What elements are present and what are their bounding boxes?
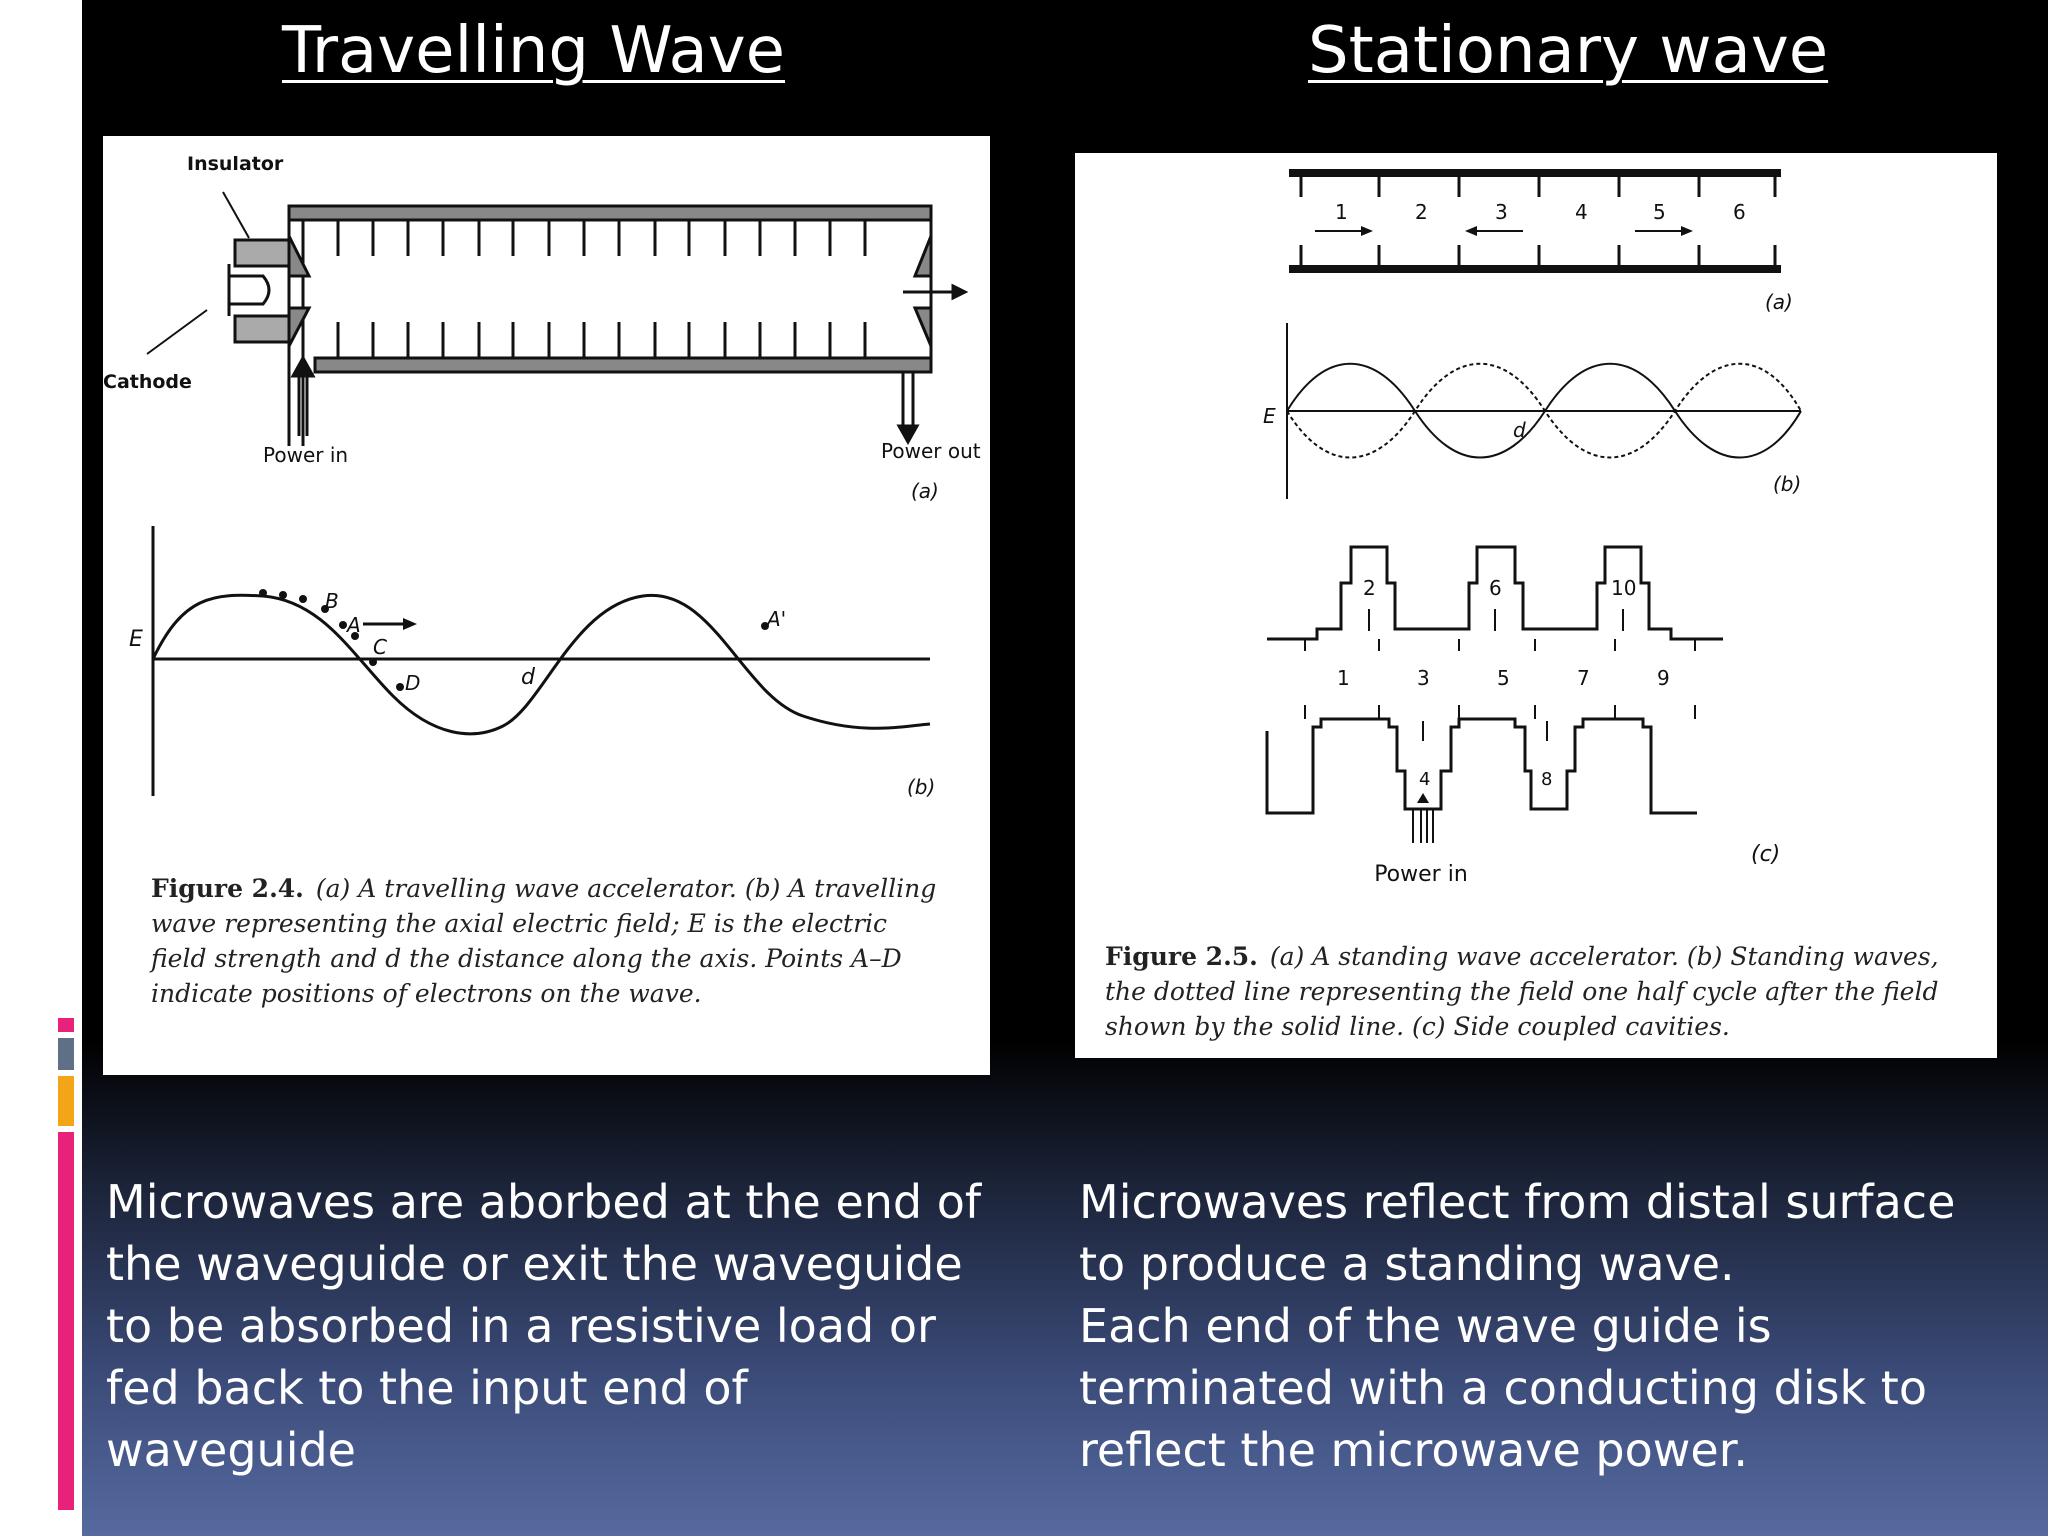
top-irises	[336, 220, 867, 256]
cavity-2-label: 2	[1363, 576, 1376, 600]
cathode-leader	[146, 309, 208, 355]
accent-bar-orange	[58, 1076, 74, 1126]
num-1: 1	[1335, 200, 1348, 224]
electron-gun	[227, 220, 312, 446]
cavity-4-label: 4	[1419, 769, 1430, 790]
caption-text: (a) A travelling wave accelerator. (b) A…	[151, 874, 937, 1008]
caption-number: Figure 2.5.	[1105, 942, 1258, 971]
standing-guide-irises	[1299, 177, 1777, 265]
right-end-cap	[903, 220, 969, 366]
num-2: 2	[1415, 200, 1428, 224]
stationary-wave-paragraph-1: Microwaves reflect from distal surface t…	[1079, 1175, 1956, 1291]
cavity-1-label: 1	[1337, 666, 1350, 690]
power-out-label: Power out	[881, 439, 981, 463]
standing-guide-top-wall	[1289, 169, 1781, 177]
panel-c-label: (c)	[1751, 842, 1780, 867]
arrowhead	[403, 618, 417, 630]
caption-text: (a) A standing wave accelerator. (b) Sta…	[1105, 942, 1939, 1041]
bottom-irises	[336, 322, 867, 358]
num-5: 5	[1653, 200, 1666, 224]
point-d-label: D	[405, 671, 420, 695]
cavity-7-label: 7	[1577, 666, 1590, 690]
stationary-wave-description: Microwaves reflect from distal surface t…	[1079, 1171, 1979, 1481]
power-in-label: Power in	[1374, 862, 1468, 887]
panel-a-label: (a)	[1765, 290, 1793, 314]
cavity-6-label: 6	[1489, 576, 1502, 600]
num-3: 3	[1495, 200, 1508, 224]
waveguide-bottom-wall	[313, 356, 933, 374]
cavity-9-label: 9	[1657, 666, 1670, 690]
caption-number: Figure 2.4.	[151, 874, 304, 903]
travelling-wave-paragraph: Microwaves are aborbed at the end of the…	[106, 1175, 982, 1477]
cavity-coupling-ticks	[1304, 609, 1696, 741]
cavity-5-label: 5	[1497, 666, 1510, 690]
power-in-label: Power in	[263, 443, 348, 467]
power-in-feed	[1412, 809, 1434, 843]
stationary-wave-heading: Stationary wave	[1308, 14, 1829, 88]
panel-b-label: (b)	[907, 775, 935, 799]
point-a-label: A	[345, 613, 361, 637]
accent-bar-pink	[58, 1132, 74, 1510]
num-6: 6	[1733, 200, 1746, 224]
e-label: E	[1263, 404, 1276, 428]
cathode-label: Cathode	[103, 371, 192, 393]
lower-cavity-chain	[1265, 717, 1697, 815]
waveguide-top-wall	[287, 204, 933, 222]
insulator-label: Insulator	[187, 153, 284, 175]
travelling-wave-heading: Travelling Wave	[282, 14, 785, 88]
decor-stripes	[48, 150, 78, 234]
accent-bar-pink-small	[58, 1018, 74, 1032]
distance-label: d	[1513, 418, 1526, 442]
distance-label: d	[521, 665, 536, 690]
standing-guide-bottom-wall	[1289, 265, 1781, 273]
stationary-wave-paragraph-2: Each end of the wave guide is terminated…	[1079, 1299, 1927, 1477]
e-label: E	[129, 627, 143, 652]
accent-bar-gray	[58, 1038, 74, 1070]
point-b-label: B	[325, 589, 339, 613]
insulator-leader	[222, 191, 250, 239]
travelling-wave-description: Microwaves are aborbed at the end of the…	[106, 1171, 1006, 1481]
dotted-wave	[1286, 362, 1802, 459]
stationary-wave-figure: 1 2 3 4 5 6 (a) E d (b)	[1075, 153, 1997, 1058]
electron-dots	[259, 589, 769, 691]
travelling-wave-diagram: Insulator Cathode Power in Power out (a)…	[103, 153, 981, 799]
power-in-arrowhead	[1417, 793, 1429, 803]
panel-b-label: (b)	[1773, 472, 1801, 496]
stationary-wave-diagram: 1 2 3 4 5 6 (a) E d (b)	[1263, 169, 1802, 887]
travelling-wave-figure: Insulator Cathode Power in Power out (a)…	[103, 136, 990, 1075]
num-4: 4	[1575, 200, 1588, 224]
cavity-10-label: 10	[1611, 576, 1636, 600]
cavity-3-label: 3	[1417, 666, 1430, 690]
panel-a-label: (a)	[911, 479, 939, 503]
travelling-wave-curve	[151, 593, 931, 736]
point-c-label: C	[373, 635, 387, 659]
cavity-8-label: 8	[1541, 769, 1552, 790]
figure-2-5-caption: Figure 2.5.(a) A standing wave accelerat…	[1105, 939, 1977, 1044]
upper-cavity-chain	[1267, 545, 1723, 641]
figure-2-4-caption: Figure 2.4.(a) A travelling wave acceler…	[151, 871, 941, 1011]
point-a-prime-label: A'	[765, 607, 786, 631]
power-arrows	[290, 354, 920, 446]
